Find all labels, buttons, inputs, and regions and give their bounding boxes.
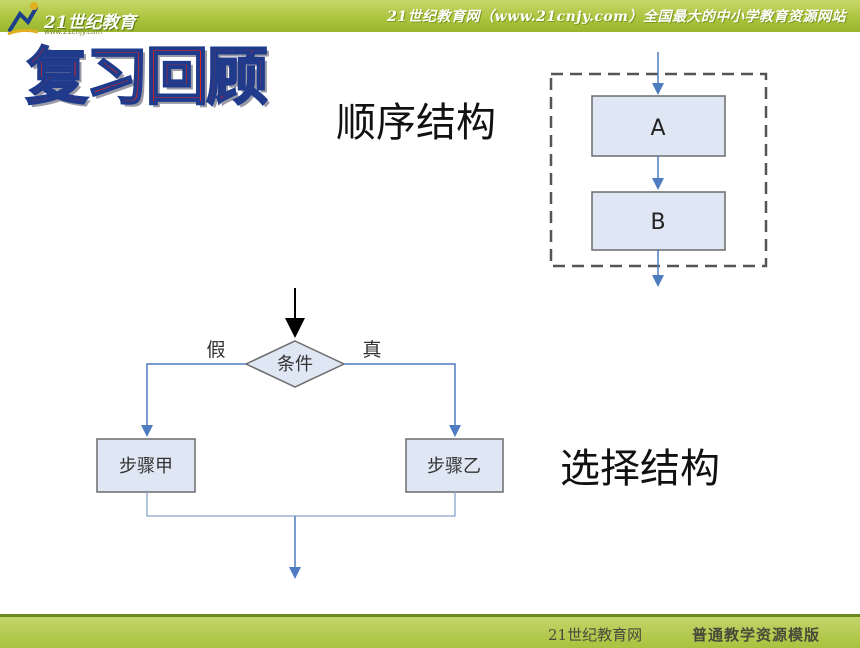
block-a-label: A <box>650 116 665 141</box>
block-b-label: B <box>650 210 665 235</box>
condition-diamond[interactable] <box>244 340 346 388</box>
false-branch-connector <box>141 363 246 437</box>
true-branch-label: 真 <box>362 339 381 361</box>
merge-connector <box>146 492 456 517</box>
false-branch-label: 假 <box>206 339 225 361</box>
block-b[interactable] <box>591 191 726 251</box>
bottom-bar: 21世纪教育网 普通教学资源模版 <box>0 614 860 648</box>
selection-structure-label: 选择结构 <box>560 446 720 492</box>
banner-text: 21世纪教育网（www.21cnjy.com）全国最大的中小学教育资源网站 <box>387 9 846 25</box>
footer-template-name: 普通教学资源模版 <box>692 626 821 644</box>
runner-logo-icon <box>7 2 39 36</box>
sequence-flowchart: A B <box>549 52 768 287</box>
sequence-structure-label: 顺序结构 <box>336 100 496 146</box>
step-b-label: 步骤乙 <box>427 456 481 477</box>
logo-text: 21世纪教育 <box>44 13 136 33</box>
step-a-label: 步骤甲 <box>119 456 173 477</box>
logo-url: www.21cnjy.com <box>44 28 103 36</box>
selection-flowchart: 条件 假 真 步骤甲 步骤乙 <box>96 288 504 579</box>
condition-label: 条件 <box>277 354 313 375</box>
footer-site-name: 21世纪教育网 <box>548 626 643 644</box>
page-title: 复习回顾 <box>25 40 269 113</box>
site-logo[interactable]: 21世纪教育 www.21cnjy.com <box>4 0 154 40</box>
true-branch-connector <box>344 363 461 437</box>
step-a-box[interactable] <box>96 438 196 493</box>
top-banner: 21世纪教育 www.21cnjy.com 21世纪教育网（www.21cnjy… <box>0 0 860 36</box>
block-a[interactable] <box>591 95 726 157</box>
